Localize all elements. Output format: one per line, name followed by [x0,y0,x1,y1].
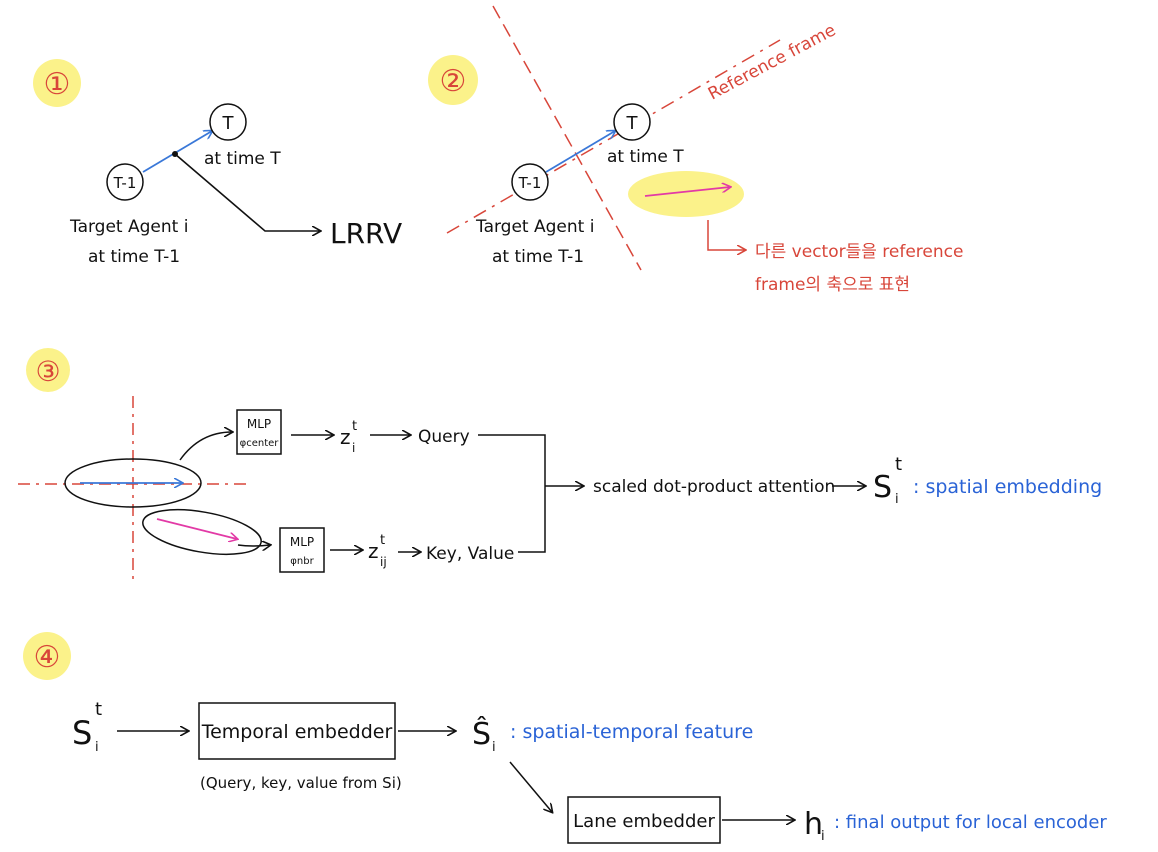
step-2-label: ② [440,64,467,99]
h-symbol: h [804,807,823,842]
motion-vector-arrow [142,131,212,173]
prev-agent-label: Target Agent i [475,217,594,237]
keyvalue-label: Key, Value [426,544,514,564]
note-pointer-arrow [707,220,745,250]
panel-2: T-1 T at time T Target Agent i at time T… [446,5,963,295]
s-sup: t [95,699,102,720]
node-prev [106,163,144,201]
merge-bracket [478,434,546,553]
node-prev-label: T-1 [518,174,542,192]
s-symbol: S [72,714,92,752]
query-label: Query [418,427,470,447]
motion-vector-arrow [545,131,615,173]
node-curr-label: T [222,113,235,134]
z-nbr-sub: ij [380,555,387,569]
mlp-center-sub: φcenter [240,438,280,449]
to-mlp-center-arrow [179,432,232,461]
lane-embedder-box [567,796,721,844]
highlight-blob [628,171,744,217]
panel-1: T-1 T at time T Target Agent i at time T… [69,103,402,267]
neighbor-ellipse [142,508,262,556]
neighbor-vector-arrow [644,187,730,197]
node-curr [613,103,651,141]
node-prev [511,163,549,201]
curr-time-label: at time T [204,149,281,169]
lane-embedder-label: Lane embedder [573,811,715,832]
prev-agent-label: Target Agent i [69,217,188,237]
prev-time-label: at time T-1 [492,247,584,267]
step-3-label: ③ [35,355,60,388]
step-2-marker: ② [428,55,478,105]
node-curr [209,103,247,141]
shat-sub: i [492,740,496,755]
temporal-embedder-label: Temporal embedder [201,721,393,743]
spatial-temporal-desc: : spatial-temporal feature [510,721,753,743]
step-4-label: ④ [34,640,61,675]
final-output-desc: : final output for local encoder [834,812,1107,833]
lrrv-arrow [174,153,320,231]
s-sup: t [895,454,902,475]
reference-frame-label: Reference frame [705,20,839,104]
lrrv-label: LRRV [330,217,402,250]
node-curr-label: T [626,113,639,134]
note-line-1: 다른 vector들을 reference [755,242,963,262]
z-center-sub: i [352,441,355,455]
center-ellipse [64,458,202,508]
s-sub: i [895,492,899,507]
prev-time-label: at time T-1 [88,247,180,267]
note-line-2: frame의 축으로 표현 [755,275,910,295]
z-nbr-symbol: z [368,539,379,563]
curr-time-label: at time T [607,147,684,167]
node-prev-label: T-1 [113,174,137,192]
z-nbr-sup: t [380,533,385,548]
temporal-embedder-box [198,702,396,760]
step-1-marker: ① [33,59,81,107]
mlp-center-title: MLP [247,417,271,431]
panel-3: MLP φcenter z t i Query MLP φnbr z t ij … [18,396,1102,580]
reference-axis-y [492,5,642,271]
attention-label: scaled dot-product attention [593,477,835,497]
step-4-marker: ④ [23,632,71,680]
z-center-symbol: z [340,425,351,449]
mlp-nbr-sub: φnbr [290,556,314,567]
neighbor-vector-arrow [156,518,237,539]
z-center-sup: t [352,419,357,434]
to-lane-arrow [509,761,552,812]
mlp-center-box [236,409,282,455]
to-mlp-nbr-arrow [237,545,270,546]
mlp-nbr-box [279,527,325,573]
s-sub: i [95,740,99,755]
temporal-note: (Query, key, value from Si) [200,774,402,792]
shat-symbol: Ŝ [472,715,491,752]
s-symbol: S [873,470,892,505]
step-3-marker: ③ [26,348,70,392]
step-1-label: ① [44,67,71,102]
mlp-nbr-title: MLP [290,535,314,549]
spatial-embedding-desc: : spatial embedding [913,476,1102,498]
panel-4: S t i Temporal embedder (Query, key, val… [72,699,1107,844]
h-sub: i [821,829,825,844]
